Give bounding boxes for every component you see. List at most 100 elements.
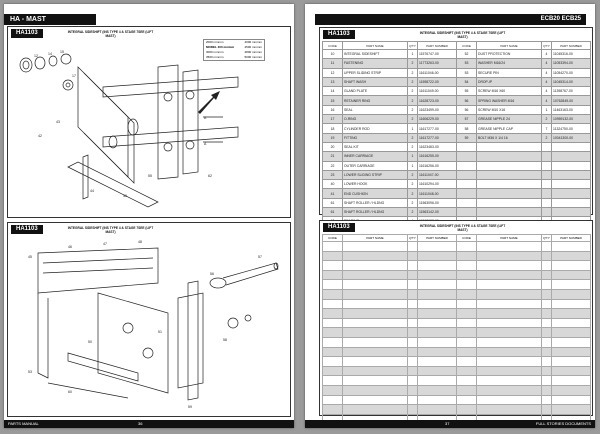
cell-name: SCREW M10 X16: [476, 104, 542, 116]
page-footer: PARTS MANUAL 36: [4, 420, 294, 428]
empty-cell: [417, 327, 457, 338]
cell-code: [456, 151, 477, 162]
table-row: [322, 327, 591, 338]
empty-cell: [342, 241, 408, 252]
cell-number: 11463163-00: [551, 104, 591, 116]
cell-name: [476, 179, 542, 190]
cell-number: [551, 188, 591, 199]
cell-name: SHAFT ROLLER / HLDNG: [342, 197, 408, 209]
empty-cell: [551, 308, 591, 319]
cell-code: [456, 169, 477, 181]
parts-table-upper: HA1103 INTEGRAL SIDESHIFT (INS TYPE 4 & …: [319, 27, 593, 227]
cell-qty: 2: [541, 114, 552, 125]
table-row: [322, 346, 591, 358]
cell-name: O-RING: [342, 114, 408, 125]
empty-cell: [476, 404, 542, 415]
empty-cell: [551, 384, 591, 396]
empty-cell: [456, 308, 477, 319]
empty-cell: [342, 346, 408, 358]
empty-cell: [456, 250, 477, 262]
empty-cell: [541, 336, 552, 348]
empty-cell: [551, 336, 591, 348]
empty-cell: [456, 288, 477, 300]
table-row: [322, 269, 591, 281]
empty-cell: [342, 250, 408, 262]
svg-text:43: 43: [56, 120, 60, 124]
cell-code: 12: [322, 67, 343, 78]
col-code: CODE: [322, 234, 343, 242]
empty-cell: [417, 356, 457, 367]
cell-code: [456, 141, 477, 153]
table-row: [322, 404, 591, 415]
figure-title: INTEGRAL SIDESHIFT (INS TYPE 4 & STAGE 7…: [67, 30, 154, 38]
empty-cell: [456, 279, 477, 290]
empty-cell: [407, 356, 418, 367]
empty-cell: [342, 279, 408, 290]
cell-name: GREASE NIPPLE CAP: [476, 123, 542, 134]
cell-qty: 2: [407, 86, 418, 97]
empty-cell: [342, 298, 408, 310]
cell-number: 11045314-00: [551, 76, 591, 88]
empty-cell: [417, 308, 457, 319]
cell-number: 11623499-00: [417, 104, 457, 116]
empty-cell: [456, 336, 477, 348]
empty-cell: [342, 375, 408, 386]
table-row: [322, 241, 591, 252]
svg-text:56: 56: [210, 272, 214, 276]
svg-text:59: 59: [188, 405, 192, 409]
table-code: HA1103: [323, 223, 355, 232]
cell-name: [476, 141, 542, 153]
cell-code: 21: [322, 151, 343, 162]
cell-name: RETAINER RING: [342, 95, 408, 106]
cell-number: 11611049-00: [417, 86, 457, 97]
cell-number: 11563096-00: [417, 197, 457, 209]
empty-cell: [342, 308, 408, 319]
empty-cell: [551, 269, 591, 281]
empty-cell: [322, 336, 343, 348]
empty-cell: [551, 241, 591, 252]
empty-cell: [407, 298, 418, 310]
col-part-name: PART NAME: [342, 41, 408, 50]
cell-qty: 2: [407, 114, 418, 125]
empty-cell: [541, 260, 552, 271]
empty-cell: [476, 365, 542, 377]
cell-number: 11616255-00: [417, 151, 457, 162]
table-row: [322, 413, 591, 425]
svg-text:53: 53: [28, 370, 32, 374]
col-part-number: PART NUMBER: [417, 234, 457, 242]
cell-code: 20: [322, 141, 343, 153]
empty-cell: [551, 356, 591, 367]
cell-qty: 4: [541, 48, 552, 60]
cell-code: 11: [322, 58, 343, 69]
cell-qty: 2: [407, 141, 418, 153]
empty-cell: [551, 298, 591, 310]
empty-cell: [417, 260, 457, 271]
empty-cell: [342, 394, 408, 406]
empty-cell: [342, 317, 408, 329]
cell-qty: [541, 169, 552, 181]
empty-cell: [541, 288, 552, 300]
cell-code: 15: [322, 95, 343, 106]
empty-cell: [456, 404, 477, 415]
cell-name: SHAFT ROLLER / HLDNG: [342, 207, 408, 218]
cell-code: [456, 188, 477, 199]
empty-cell: [551, 346, 591, 358]
cell-code: 56: [456, 95, 477, 106]
cell-name: SCREW M16 X60: [476, 86, 542, 97]
empty-cell: [417, 394, 457, 406]
svg-text:12: 12: [34, 54, 38, 58]
empty-cell: [541, 250, 552, 262]
cell-code: 40: [322, 179, 343, 190]
cell-name: DROP-IP: [476, 76, 542, 88]
empty-cell: [322, 375, 343, 386]
col-part-name: PART NAME: [476, 234, 542, 242]
cell-name: FITTING: [342, 132, 408, 143]
